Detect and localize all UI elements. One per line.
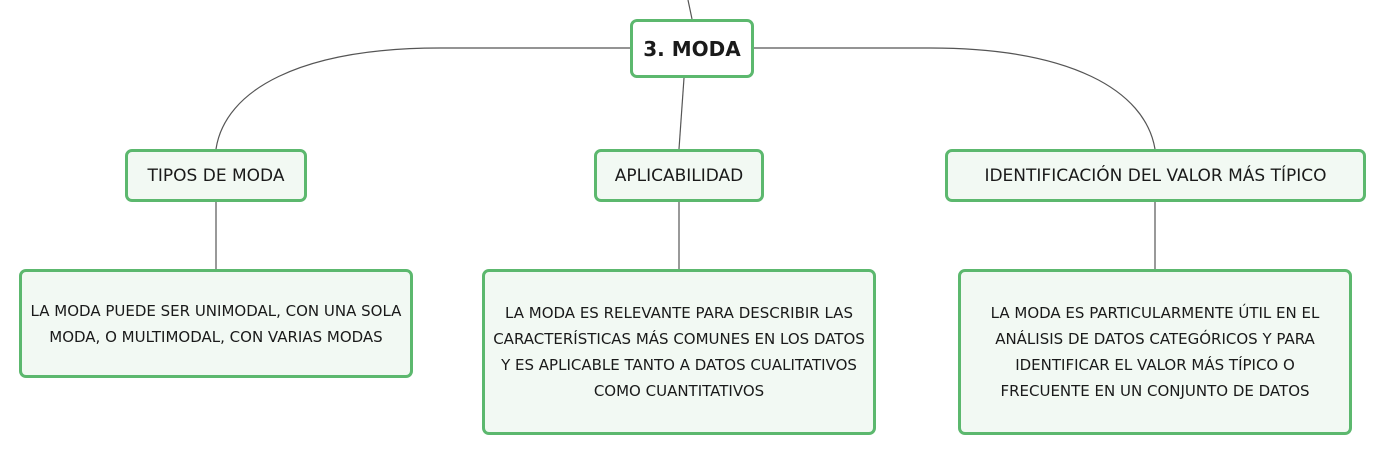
detail-text: LA MODA ES PARTICULARMENTE ÚTIL EN EL AN… <box>990 304 1320 400</box>
category-node-tipos-de-moda[interactable]: TIPOS DE MODA <box>125 149 307 202</box>
detail-node-identificacion[interactable]: LA MODA ES PARTICULARMENTE ÚTIL EN EL AN… <box>958 269 1352 435</box>
detail-node-aplicabilidad[interactable]: LA MODA ES RELEVANTE PARA DESCRIBIR LAS … <box>482 269 876 435</box>
detail-node-tipos-de-moda[interactable]: LA MODA PUEDE SER UNIMODAL, CON UNA SOLA… <box>19 269 413 378</box>
category-label: APLICABILIDAD <box>614 165 744 186</box>
detail-text: LA MODA PUEDE SER UNIMODAL, CON UNA SOLA… <box>30 301 402 346</box>
connector-root-to-identificacion <box>754 47 1156 150</box>
category-node-identificacion[interactable]: IDENTIFICACIÓN DEL VALOR MÁS TÍPICO <box>945 149 1366 202</box>
connector-incoming <box>687 0 693 20</box>
root-node-moda[interactable]: 3. MODA <box>630 19 754 78</box>
connector-root-to-tipos <box>215 47 630 150</box>
category-label: TIPOS DE MODA <box>147 165 285 186</box>
category-label: IDENTIFICACIÓN DEL VALOR MÁS TÍPICO <box>984 165 1327 186</box>
detail-text: LA MODA ES RELEVANTE PARA DESCRIBIR LAS … <box>493 304 865 400</box>
category-node-aplicabilidad[interactable]: APLICABILIDAD <box>594 149 764 202</box>
connector-root-to-aplicabilidad <box>678 77 685 150</box>
root-node-label: 3. MODA <box>643 36 741 61</box>
